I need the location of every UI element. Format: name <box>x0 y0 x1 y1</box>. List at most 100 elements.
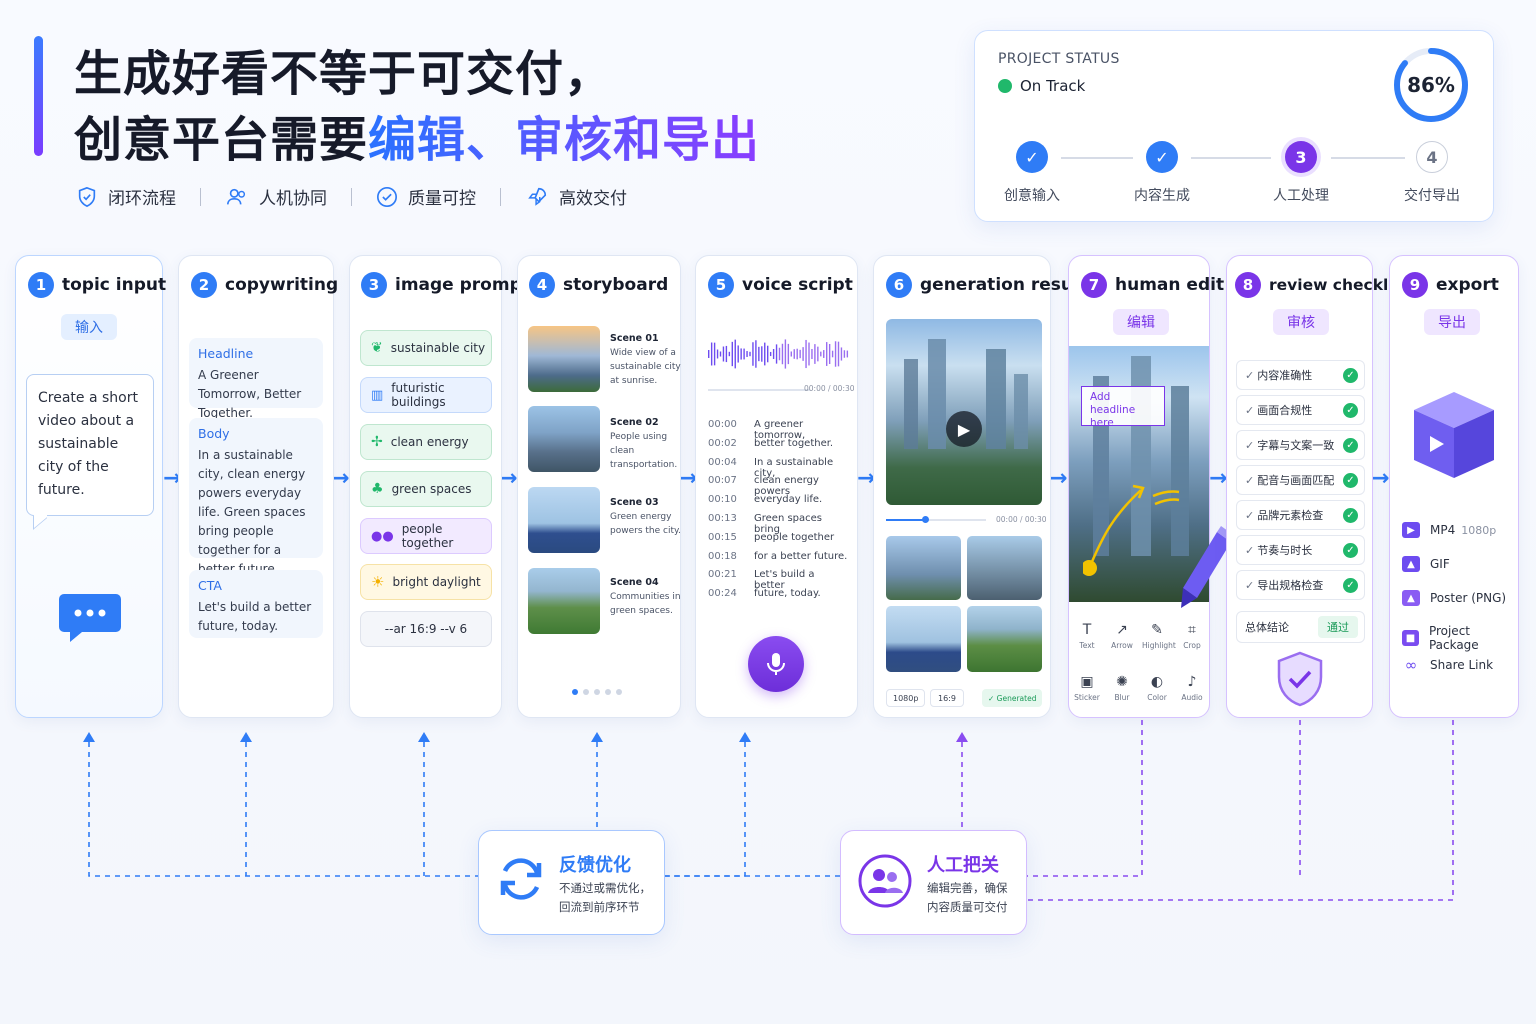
prompt-params[interactable]: --ar 16:9 --v 6 <box>360 611 492 647</box>
resolution-badge[interactable]: 1080p <box>886 689 926 707</box>
tool-audio[interactable]: ♪Audio <box>1177 674 1207 702</box>
result-thumbnail[interactable] <box>886 606 961 672</box>
scene-thumbnail[interactable] <box>528 326 600 392</box>
scene-thumbnail[interactable] <box>528 487 600 553</box>
tool-crop[interactable]: ⌗Crop <box>1177 622 1207 650</box>
check-passed-icon: ✓ <box>1343 507 1358 523</box>
export-option-share-link[interactable]: ∞Share Link <box>1402 656 1493 674</box>
check-passed-icon: ✓ <box>1343 577 1358 593</box>
export-option-package[interactable]: ■Project Package <box>1402 624 1518 652</box>
copy-headline-block[interactable]: Headline A Greener Tomorrow, Better Toge… <box>189 338 323 420</box>
microphone-button[interactable] <box>748 636 804 692</box>
scene-thumbnail[interactable] <box>528 568 600 634</box>
check-passed-icon: ✓ <box>1343 472 1358 488</box>
waveform-bar <box>728 351 731 357</box>
text-tool-icon: T <box>1082 622 1092 638</box>
tag-label: 人机协同 <box>259 189 327 209</box>
tool-sticker[interactable]: ▣Sticker <box>1072 674 1102 702</box>
tool-blur[interactable]: ✺Blur <box>1107 674 1137 702</box>
result-thumbnail[interactable] <box>886 536 961 600</box>
feedback-optimization-box[interactable]: 反馈优化 不通过或需优化， 回流到前序环节 <box>478 830 665 935</box>
leaf-icon: ❦ <box>371 340 383 356</box>
waveform-bar <box>802 347 804 361</box>
scene-desc: Wide view of a sustainable city at sunri… <box>610 348 681 386</box>
checklist-item[interactable]: ✓画面合规性✓ <box>1236 395 1365 425</box>
ratio-badge[interactable]: 16:9 <box>930 689 964 707</box>
prompt-pill-clean-energy[interactable]: ✢clean energy <box>360 424 492 460</box>
prompt-pill-people-together[interactable]: ●●people together <box>360 518 492 554</box>
play-icon[interactable]: ▶ <box>946 411 982 447</box>
waveform-bar <box>778 347 781 361</box>
edit-canvas[interactable]: Add headline here <box>1069 346 1209 602</box>
video-preview[interactable]: ▶ <box>886 319 1042 505</box>
export-option-gif[interactable]: ▲GIF <box>1402 556 1450 572</box>
prompt-pill-bright-daylight[interactable]: ☀bright daylight <box>360 564 492 600</box>
tool-color[interactable]: ◐Color <box>1142 674 1172 702</box>
checklist-item[interactable]: ✓节奏与时长✓ <box>1236 535 1365 565</box>
scene-thumbnail[interactable] <box>528 406 600 472</box>
result-thumbnail[interactable] <box>967 606 1042 672</box>
checklist-item[interactable]: ✓导出规格检查✓ <box>1236 570 1365 600</box>
result-thumbnail[interactable] <box>967 536 1042 600</box>
voice-line-text: Let's build a better <box>754 569 815 592</box>
prompt-pill-sustainable-city[interactable]: ❦sustainable city <box>360 330 492 366</box>
tool-highlight[interactable]: ✎Highlight <box>1142 622 1176 650</box>
prompt-pill-green-spaces[interactable]: ♣green spaces <box>360 471 492 507</box>
divider <box>351 187 352 206</box>
audio-waveform[interactable] <box>708 336 850 372</box>
arrow-annotation[interactable] <box>1083 446 1193 576</box>
checklist-item[interactable]: ✓品牌元素检查✓ <box>1236 500 1365 530</box>
status-state: On Track <box>998 77 1085 95</box>
checklist-item[interactable]: ✓配音与画面匹配✓ <box>1236 465 1365 495</box>
pagination-dots[interactable] <box>572 689 622 695</box>
scrubber-handle[interactable] <box>922 516 929 523</box>
waveform-bar <box>769 351 772 357</box>
copy-cta-block[interactable]: CTA Let's build a better future, today. <box>189 570 323 638</box>
checklist-label: 配音与画面匹配 <box>1257 474 1335 487</box>
audio-time: 00:00 / 00:30 <box>804 384 855 393</box>
prompt-pill-futuristic-buildings[interactable]: ▥futuristic buildings <box>360 377 492 413</box>
waveform-bar <box>734 339 736 369</box>
video-track[interactable] <box>886 519 986 521</box>
checklist-item[interactable]: ✓内容准确性✓ <box>1236 360 1365 390</box>
summary-label: 总体结论 <box>1245 621 1289 634</box>
waveform-bar <box>834 341 837 367</box>
export-option-poster[interactable]: ▲Poster (PNG) <box>1402 590 1506 606</box>
tool-arrow[interactable]: ↗Arrow <box>1107 622 1137 650</box>
voice-line-text: clean energy powers <box>754 475 819 498</box>
export-label: Poster (PNG) <box>1430 591 1507 605</box>
voice-timestamp: 00:00 <box>708 419 737 430</box>
copy-body-block[interactable]: Body In a sustainable city, clean energy… <box>189 418 323 576</box>
checklist-item[interactable]: ✓字幕与文案一致✓ <box>1236 430 1365 460</box>
microphone-icon <box>767 653 785 675</box>
voice-line-text: everyday life. <box>754 494 823 506</box>
headline-text-overlay[interactable]: Add headline here <box>1081 386 1165 429</box>
tool-label: Highlight <box>1142 641 1176 650</box>
scene-desc: Green energy powers the city. <box>610 512 681 536</box>
human-gate-box[interactable]: 人工把关 编辑完善，确保 内容质量可交付 <box>840 830 1027 935</box>
topic-prompt-bubble[interactable]: Create a short video about a sustainable… <box>26 374 154 516</box>
